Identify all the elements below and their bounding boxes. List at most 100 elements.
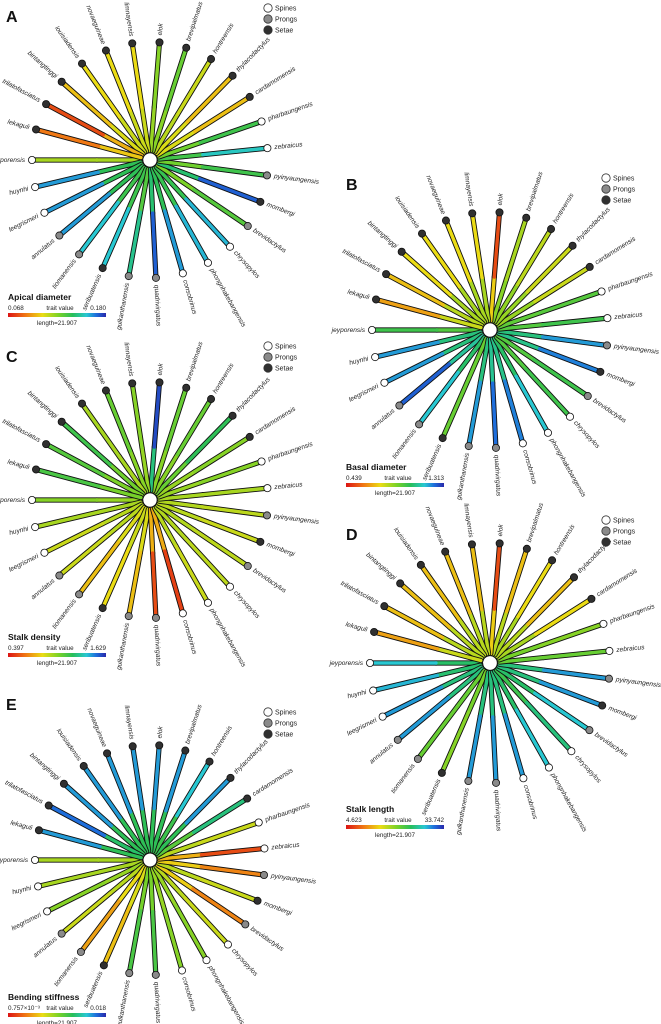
tip-state-marker: [262, 171, 271, 180]
tip-state-marker: [467, 540, 476, 549]
tip-state-marker: [257, 457, 266, 466]
branch-inner: [478, 670, 490, 718]
panel-a: jeyporensishuynhileegrismeriannulatustio…: [0, 0, 320, 330]
branch-tip: [152, 40, 162, 109]
branch-inner: [140, 807, 151, 853]
tip-state-marker: [202, 956, 211, 965]
branch-tip: [200, 505, 269, 518]
branch-inner: [138, 507, 150, 554]
legend-marker: [263, 707, 273, 717]
branch-tip: [152, 743, 161, 811]
taxon-label: brevipalmatus: [525, 170, 544, 212]
branch-tip: [47, 803, 107, 838]
panel-letter: A: [6, 9, 18, 26]
branch-inner: [497, 329, 545, 339]
branch-inner: [441, 303, 484, 328]
branch-inner: [138, 167, 150, 214]
branch-inner: [497, 643, 543, 662]
tip-state-marker: [151, 273, 160, 282]
taxon-label: bintangtinggi: [26, 390, 59, 420]
branch-inner: [148, 867, 155, 914]
branch-inner: [157, 501, 202, 521]
tip-state-marker: [205, 757, 214, 766]
branch-inner: [108, 864, 145, 895]
branch-tip: [397, 362, 451, 408]
legend-marker: [601, 537, 611, 547]
branch-tip: [104, 48, 132, 113]
branch-tip: [185, 74, 235, 124]
branch-inner: [157, 152, 205, 161]
branch-tip: [200, 165, 269, 178]
branch-inner: [117, 865, 147, 904]
trait-max: 0.180: [90, 305, 106, 312]
branch-inner: [126, 166, 148, 211]
tip-state-marker: [30, 856, 39, 865]
branch-tip: [541, 668, 611, 681]
taxon-label: louisiadensis: [53, 365, 81, 400]
branch-tip: [444, 218, 472, 283]
tip-state-marker: [438, 434, 447, 443]
tree-length-label: length=21.907: [375, 490, 416, 497]
branch-inner: [156, 841, 201, 859]
taxon-label: tiomanensis: [51, 257, 78, 290]
legend-label: Spines: [275, 344, 297, 351]
branch-tip: [192, 796, 249, 835]
taxon-label: pyinyaungensis: [272, 173, 320, 186]
branch-tip: [533, 691, 592, 732]
trait-min: 4.623: [346, 817, 362, 824]
branch-tip: [37, 828, 102, 849]
tip-state-marker: [437, 768, 446, 777]
branch-tip: [197, 820, 261, 845]
taxon-label: zebraicus: [613, 311, 643, 321]
branch-inner: [126, 506, 148, 551]
branch-inner: [108, 123, 145, 156]
branch-tip: [201, 486, 270, 497]
tip-state-marker: [567, 747, 576, 756]
tip-state-marker: [128, 39, 137, 48]
branch-tip: [466, 714, 482, 783]
tip-state-marker: [522, 544, 531, 553]
branch-tip: [174, 204, 210, 265]
taxon-label: quadrivirgatus: [493, 790, 502, 832]
branch-inner: [102, 862, 144, 885]
legend-label: Setae: [613, 540, 631, 547]
branch-tip: [516, 558, 554, 619]
tip-state-marker: [257, 117, 266, 126]
branch-inner: [117, 114, 147, 154]
branch-tip: [44, 102, 105, 137]
taxon-label: limnayensis: [122, 2, 134, 38]
branch-inner: [490, 337, 507, 383]
branch-tip: [197, 177, 263, 204]
branch-tip: [150, 211, 158, 280]
taxon-label: annulatus: [30, 577, 57, 601]
branch-inner: [116, 165, 147, 205]
taxon-label: hontreensis: [552, 192, 576, 225]
tree-length-label: length=21.907: [37, 1020, 78, 1024]
tip-state-marker: [59, 779, 68, 788]
legend-label: Spines: [275, 710, 297, 717]
tip-state-marker: [585, 726, 594, 735]
panel-letter: C: [6, 349, 18, 366]
tip-state-marker: [254, 818, 263, 827]
tip-state-marker: [32, 125, 41, 134]
branch-inner: [128, 449, 149, 493]
tip-state-marker: [547, 225, 556, 234]
branch-tip: [443, 549, 472, 615]
tip-state-marker: [566, 412, 575, 421]
tip-state-marker: [543, 428, 552, 437]
legend-marker: [601, 173, 611, 183]
branch-inner: [100, 502, 144, 526]
legend-marker: [263, 3, 273, 13]
taxon-label: brevidactylus: [251, 227, 287, 255]
tip-state-marker: [228, 71, 237, 80]
taxon-label: novaeguineae: [84, 344, 106, 385]
branch-tip: [175, 759, 212, 818]
taxon-label: chrysopylos: [232, 590, 261, 621]
tip-state-marker: [441, 216, 450, 225]
tip-state-marker: [544, 763, 553, 772]
branch-tip: [164, 46, 188, 112]
trait-title: Bending stiffness: [8, 992, 80, 1002]
taxon-label: consobrinus: [522, 784, 539, 821]
taxon-label: novaeguineae: [424, 174, 446, 215]
branch-inner: [446, 667, 485, 700]
